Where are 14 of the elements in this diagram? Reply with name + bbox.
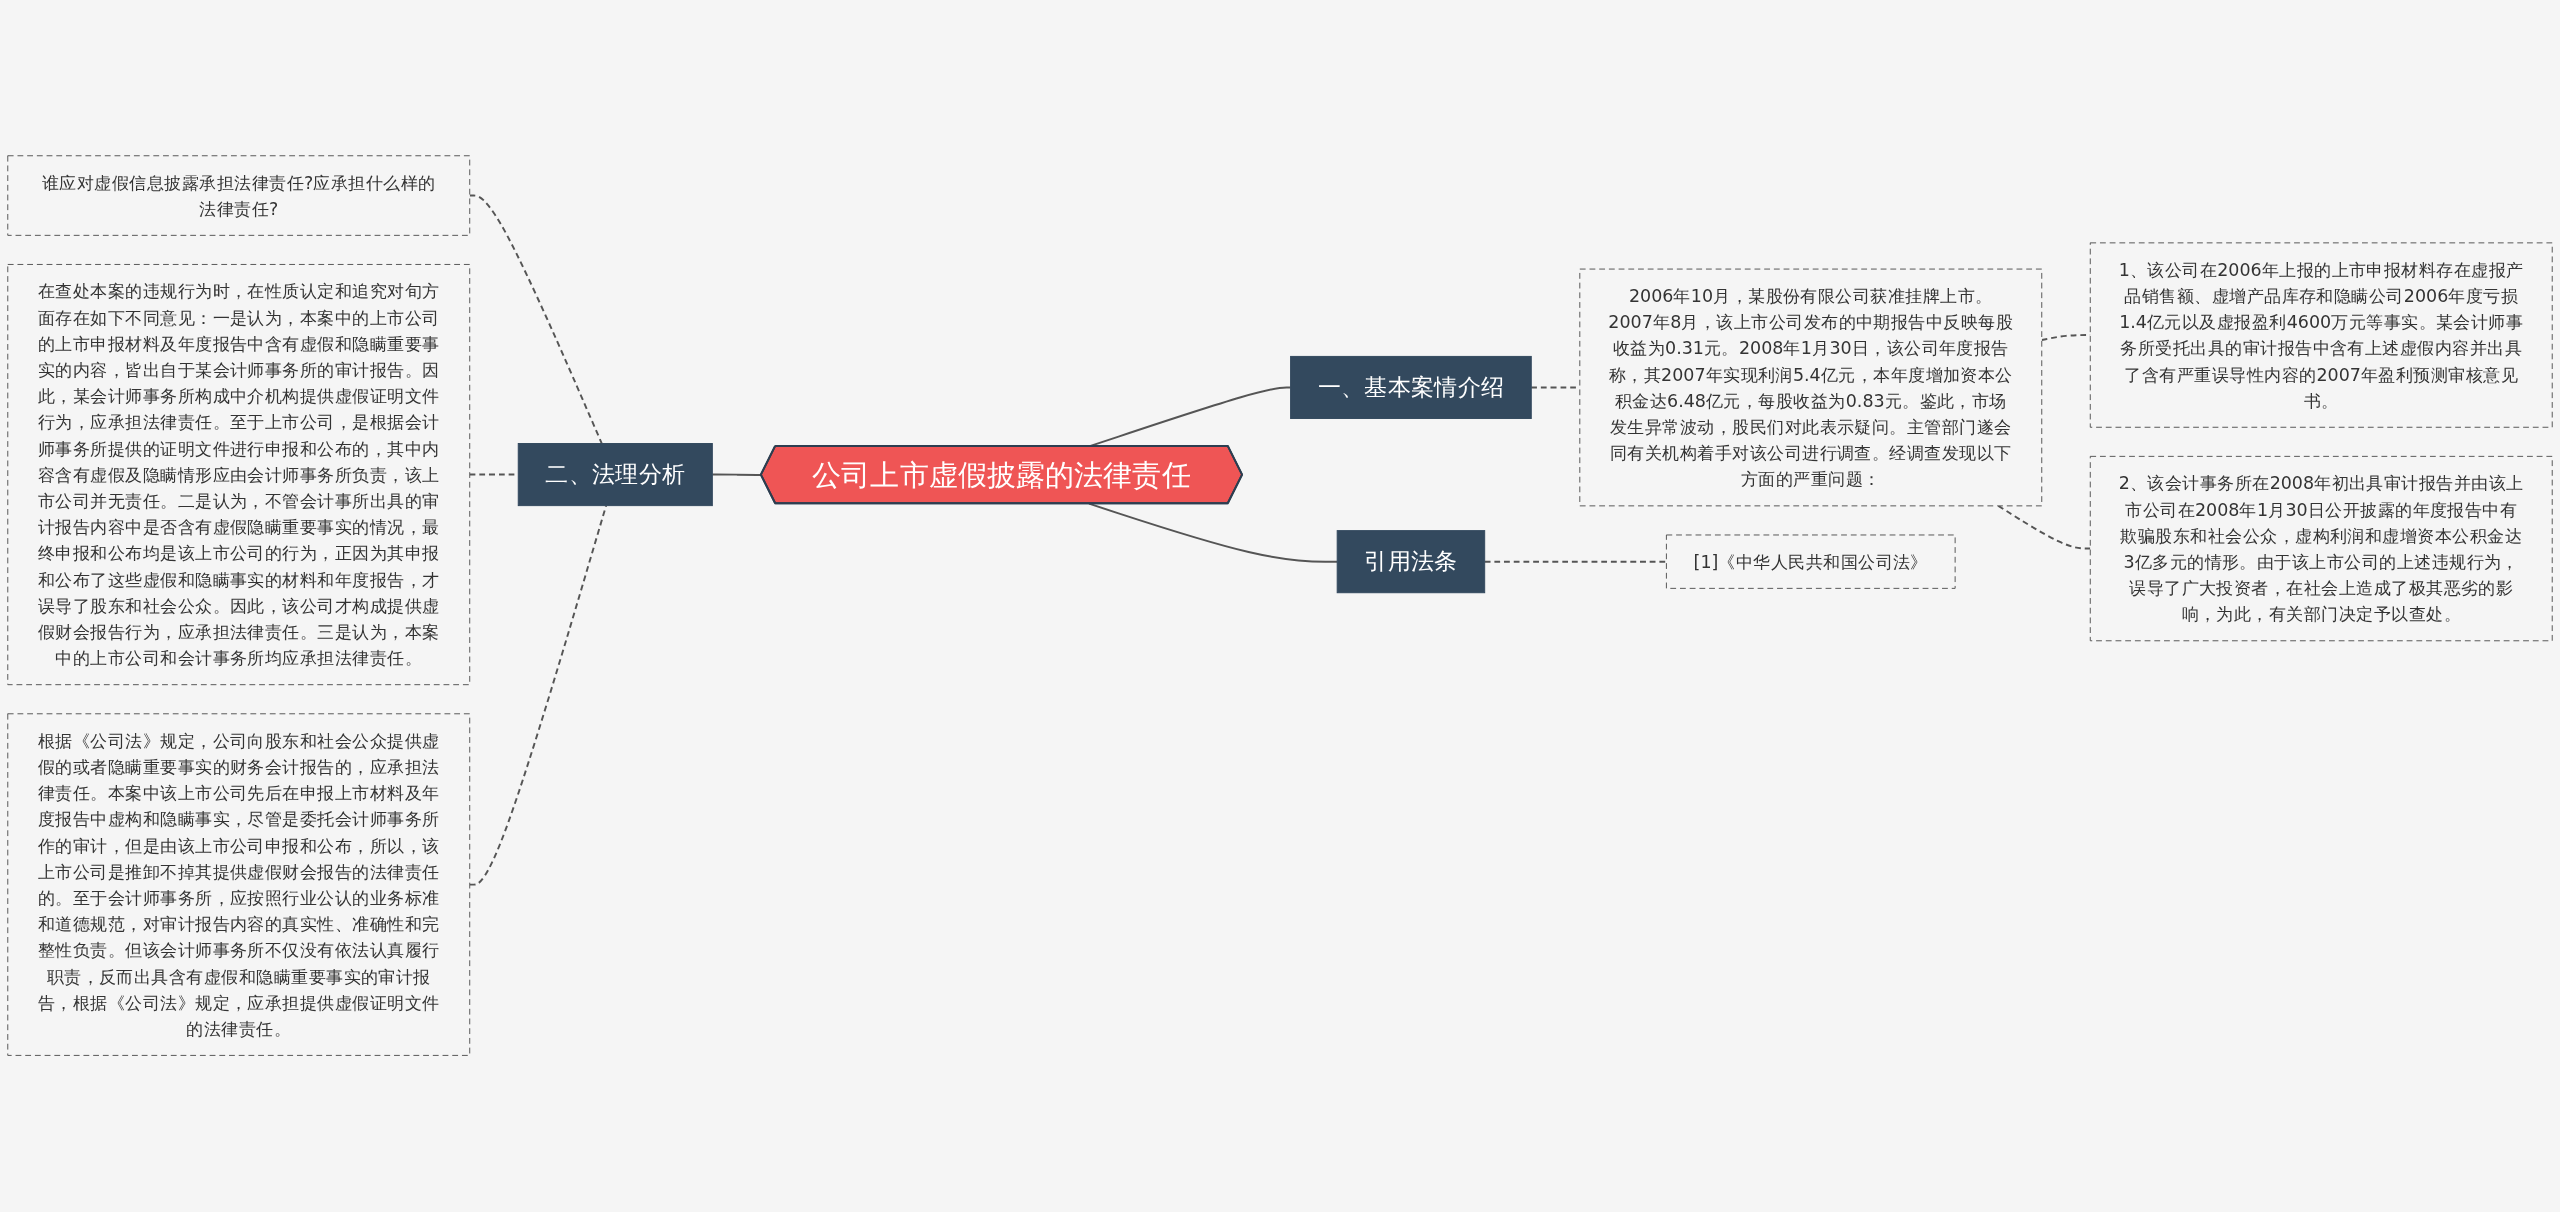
node-box: 2、该会计事务所在2008年初出具审计报告并由该上市公司在2008年1月30日公开披露的年度报告中有欺骗股东和社会公众，虚构利润和虚增资本公积金达3亿多元的情形。由于该上市公司的上述违规行为，误导了广大投资者，在社会上造成了极其恶劣的影响，为此，有关部门决定予以查处。 — [2089, 456, 2553, 642]
node-box: 一、基本案情介绍 — [1290, 356, 1532, 420]
node-box: 引用法条 — [1336, 530, 1486, 594]
node-box: 1、该公司在2006年上报的上市申报材料存在虚报产品销售额、虚增产品库存和隐瞒公司2006年度亏损1.4亿元以及虚报盈利4600万元等事实。某会计师事务所受托出具的审计报告中含有上述虚假内容并出具了含有严重误导性内容的2007年盈利预测审核意见书。 — [2089, 242, 2553, 429]
connector — [1997, 505, 2092, 550]
node-box: 根据《公司法》规定，公司向股东和社会公众提供虚假的或者隐瞒重要事实的财务会计报告的，应承担法律责任。本案中该上市公司先后在申报上市材料及年度报告中虚构和隐瞒事实，尽管是委托会计师事务所作的审计，但是由该上市公司申报和公布，所以，该上市公司是推卸不掉其提供虚假财会报告的法律责任的。至于会计师事务所，应按照行业公认的业务标准和道德规范，对审计报告内容的真实性、准确性和完整性负责。但该会计师事务所不仅没有依法认真履行职责，反而出具含有虚假和隐瞒重要事实的审计报告，根据《公司法》规定，应承担提供虚假证明文件的法律责任。 — [7, 713, 471, 1057]
connector — [1483, 561, 1668, 564]
connector — [1088, 503, 1339, 564]
node-box: 二、法理分析 — [517, 443, 713, 507]
connector — [468, 195, 603, 445]
node-box: 在查处本案的违规行为时，在性质认定和追究对旬方面存在如下不同意见：一是认为，本案中的上市公司的上市申报材料及年度报告中含有虚假和隐瞒重要事实的内容，皆出自于某会计师事务所的审计报告。因此，某会计师事务所构成中介机构提供虚假证明文件行为，应承担法律责任。至于上市公司，是根据会计师事务所提供的证明文件进行申报和公布的，其中内容含有虚假及隐瞒情形应由会计师事务所负责，该上市公司并无责任。二是认为，不管会计事所出具的审计报告内容中是否含有虚假隐瞒重要事实的情况，最终申报和公布均是该上市公司的行为，正因为其申报和公布了这些虚假和隐瞒事实的材料和年度报告，才误导了股东和社会公众。因此，该公司才构成提供虚假财会报告行为，应承担法律责任。三是认为，本案中的上市公司和会计事务所均应承担法律责任。 — [7, 264, 471, 686]
node-box: 谁应对虚假信息披露承担法律责任?应承担什么样的法律责任? — [7, 155, 471, 237]
node-box: 2006年10月，某股份有限公司获准挂牌上市。2007年8月，该上市公司发布的中期报告中反映每股收益为0.31元。2008年1月30日，该公司年度报告称，其2007年实现利润5.4亿元，本年度增加资本公积金达6.48亿元，每股收益为0.83元。鉴此，市场发生异常波动，股民们对此表示疑问。主管部门遂会同有关机构着手对该公司进行调查。经调查发现以下方面的严重问题： — [1579, 269, 2043, 507]
node-box: [1]《中华人民共和国公司法》 — [1665, 534, 1956, 590]
